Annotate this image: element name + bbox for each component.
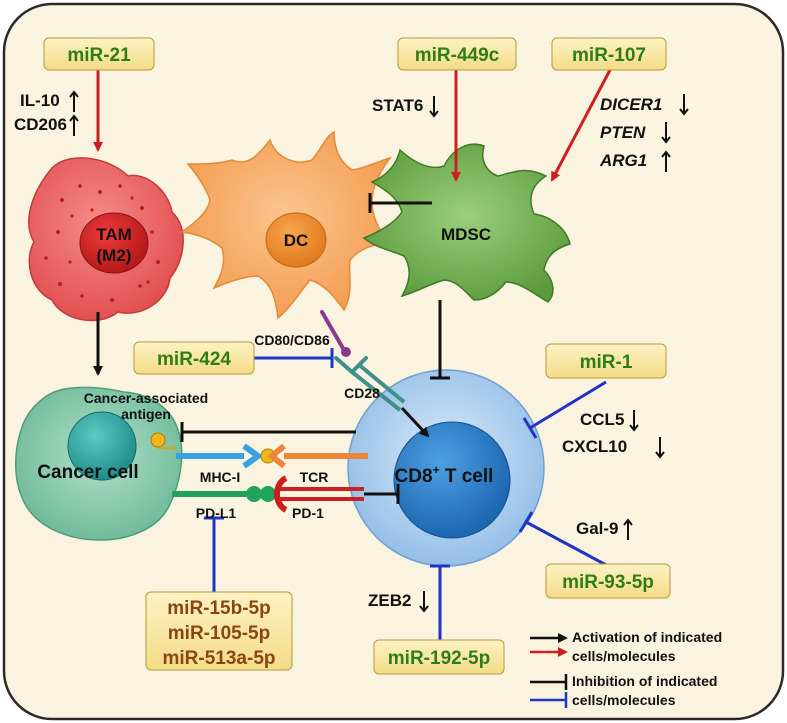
- cd8-label-superscript: +: [433, 463, 440, 477]
- inhibit-mir424-to-cd28: [254, 348, 334, 368]
- pdl1-label: PD-L1: [196, 505, 237, 521]
- inhibit-mir15b-to-pdl1: [204, 516, 224, 592]
- mir107-targets: DICER1 PTEN ARG1: [599, 94, 689, 172]
- mirna-box-mir107: miR-107: [551, 37, 667, 71]
- zeb2-down-icon: [419, 591, 429, 613]
- mir192-targets: ZEB2: [368, 591, 429, 613]
- mir105-label: miR-105-5p: [168, 623, 270, 644]
- mdsc-cell: MDSC: [362, 143, 571, 303]
- mir1-label: miR-1: [580, 352, 633, 373]
- arrow-cd28-to-tcell: [400, 406, 430, 438]
- mir449c-label: miR-449c: [415, 45, 500, 66]
- cd8-label-suffix: T cell: [440, 466, 494, 487]
- cancer-cell: Cancer cell: [15, 386, 183, 541]
- pten-label: PTEN: [600, 123, 646, 142]
- inhibit-mir192-to-tcell: [430, 564, 450, 642]
- inhibit-mdsc-to-dc: [368, 193, 432, 213]
- legend-inhibition-blue-icon: [530, 692, 568, 708]
- inhibit-pd1-to-tcell: [364, 484, 400, 504]
- il10-label: IL-10: [20, 91, 60, 110]
- gal9-label: Gal-9: [576, 519, 619, 538]
- arg1-up-icon: [661, 150, 671, 172]
- mir424-label: miR-424: [157, 349, 231, 370]
- mirna-box-mir21: miR-21: [43, 37, 155, 71]
- mir93-targets: Gal-9: [576, 518, 633, 540]
- inhibit-mir93-to-tcell: [518, 511, 609, 568]
- mirna-box-mir93: miR-93-5p: [545, 563, 671, 599]
- il10-up-icon: [69, 90, 79, 112]
- dicer1-label: DICER1: [600, 95, 662, 114]
- dc-cell: DC: [180, 130, 392, 320]
- mirna-box-mir424: miR-424: [133, 341, 255, 375]
- antigen-label-line2: antigen: [121, 406, 171, 422]
- ccl5-label: CCL5: [580, 410, 624, 429]
- inhibit-tcell-to-cancer: [180, 422, 356, 442]
- mir1-targets: CCL5 CXCL10: [562, 410, 665, 459]
- tam-cell: TAM (M2): [28, 157, 184, 322]
- tam-label-line2: (M2): [97, 246, 132, 265]
- ccl5-down-icon: [629, 410, 639, 432]
- cxcl10-down-icon: [655, 437, 665, 459]
- mhc1-tcr-complex: [176, 440, 368, 472]
- cd8-t-cell: CD8+ T cell: [347, 369, 545, 567]
- tcr-label: TCR: [300, 469, 329, 485]
- stat6-label: STAT6: [372, 96, 423, 115]
- cd8-t-cell-label: CD8+ T cell: [395, 463, 494, 487]
- cancer-cell-label: Cancer cell: [37, 462, 138, 483]
- pten-down-icon: [661, 122, 671, 144]
- mir21-label: miR-21: [67, 45, 131, 66]
- inhibit-mdsc-to-tcell: [430, 300, 450, 380]
- mhc1-label: MHC-I: [200, 469, 240, 485]
- legend: Activation of indicated cells/molecules …: [530, 629, 722, 708]
- mirna-box-mir15b-cluster: miR-15b-5p miR-105-5p miR-513a-5p: [145, 591, 293, 671]
- cd28-receptor: [334, 356, 406, 412]
- dicer1-down-icon: [679, 94, 689, 116]
- dc-label: DC: [284, 231, 309, 250]
- gal9-up-icon: [623, 518, 633, 540]
- cd80-cd86-ligand: [320, 310, 351, 357]
- cd206-label: CD206: [14, 115, 67, 134]
- cd8-label-prefix: CD8: [395, 466, 433, 487]
- legend-activation-line2: cells/molecules: [572, 648, 676, 664]
- mirna-box-mir1: miR-1: [545, 343, 667, 379]
- legend-inhibition-line1: Inhibition of indicated: [572, 673, 717, 689]
- pd1-label: PD-1: [292, 505, 324, 521]
- cd80-cd86-label: CD80/CD86: [254, 332, 330, 348]
- stat6-down-icon: [429, 96, 439, 118]
- mir513a-label: miR-513a-5p: [163, 648, 276, 669]
- cancer-antigen: [150, 432, 176, 449]
- mir21-targets: IL-10 CD206: [14, 90, 79, 136]
- pdl1-pd1-complex: [172, 475, 364, 513]
- tam-label-line1: TAM: [96, 225, 132, 244]
- mirna-box-mir449c: miR-449c: [397, 37, 517, 71]
- arrow-mir107-to-mdsc: [550, 69, 612, 182]
- zeb2-label: ZEB2: [368, 591, 411, 610]
- cxcl10-label: CXCL10: [562, 437, 627, 456]
- legend-activation-line1: Activation of indicated: [572, 629, 722, 645]
- mir107-label: miR-107: [572, 45, 646, 66]
- arg1-label: ARG1: [599, 151, 647, 170]
- cd206-up-icon: [69, 114, 79, 136]
- inhibit-mir1-to-tcell: [522, 380, 607, 439]
- cd28-label: CD28: [344, 385, 380, 401]
- mir15b-label: miR-15b-5p: [167, 598, 270, 619]
- mir449c-targets: STAT6: [372, 96, 439, 118]
- mirna-box-mir192: miR-192-5p: [373, 639, 505, 675]
- mir93-label: miR-93-5p: [562, 572, 654, 593]
- mir192-label: miR-192-5p: [388, 648, 490, 669]
- mdsc-label: MDSC: [441, 225, 491, 244]
- antigen-label-line1: Cancer-associated: [84, 390, 209, 406]
- legend-inhibition-black-icon: [530, 674, 568, 690]
- legend-inhibition-line2: cells/molecules: [572, 692, 676, 708]
